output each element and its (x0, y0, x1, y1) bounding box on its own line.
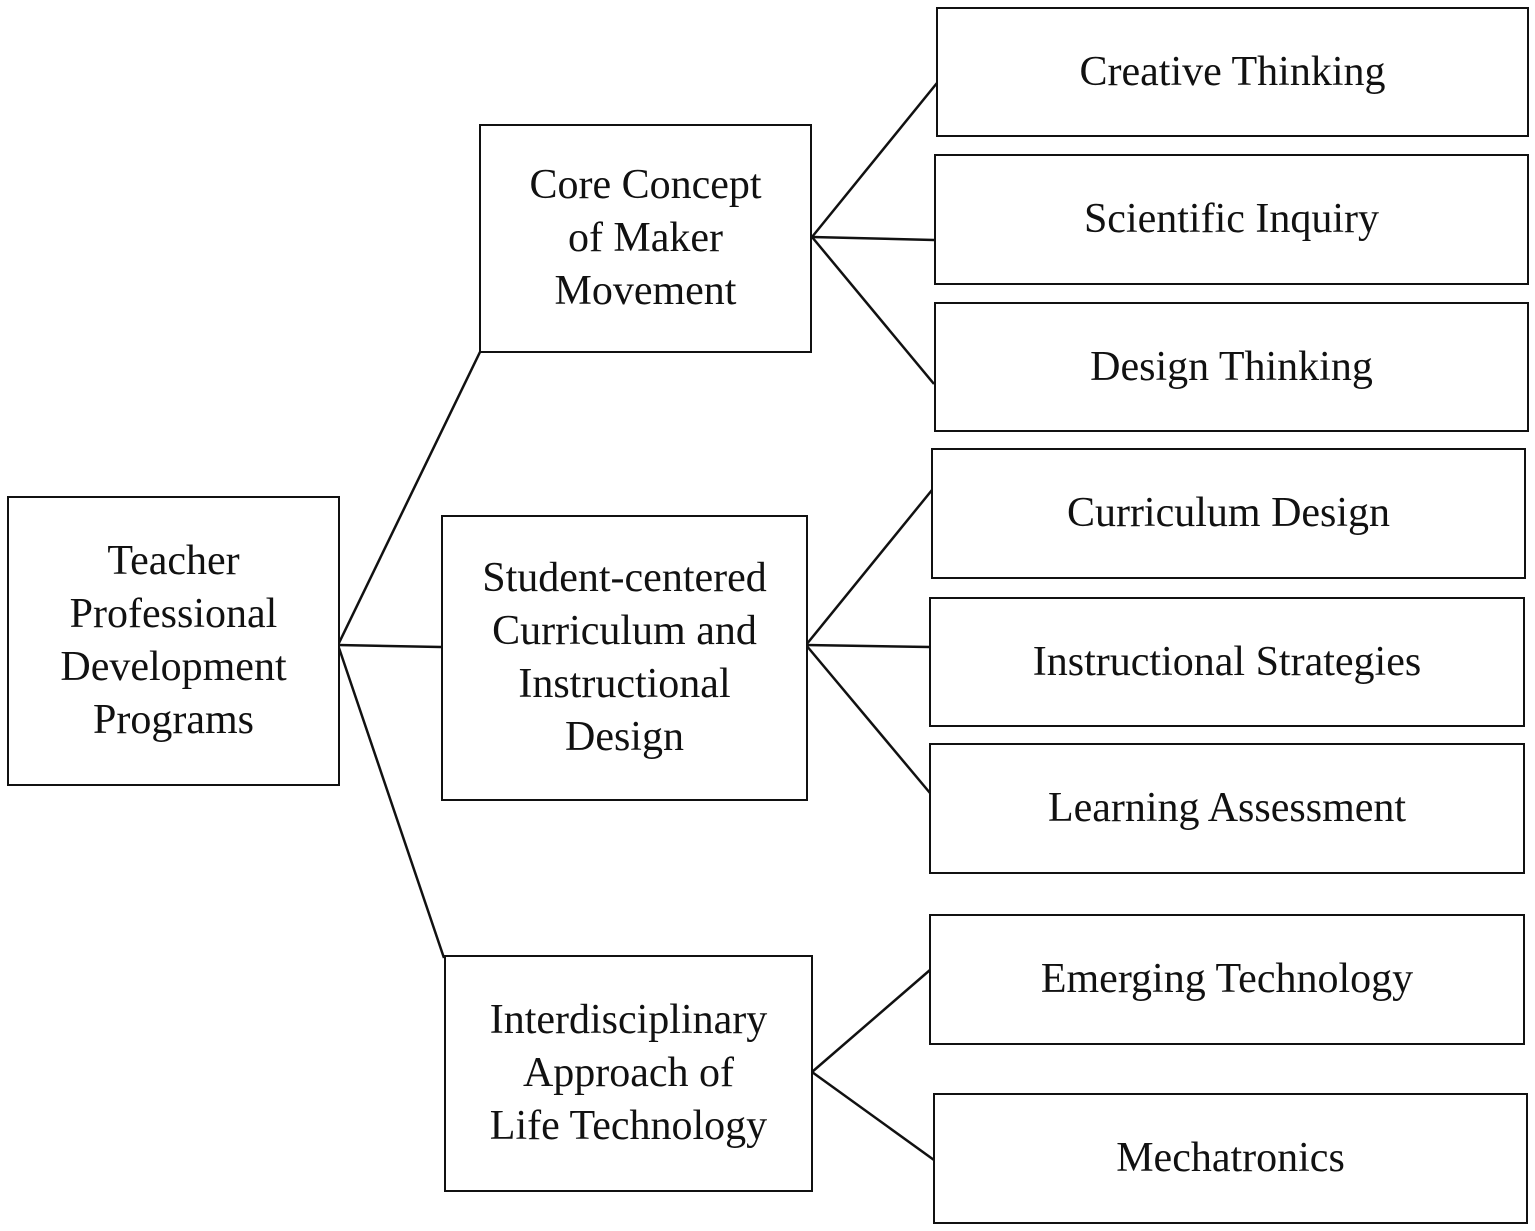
leaf-1-2-label: Scientific Inquiry (1083, 196, 1380, 242)
leaf-node-mechatronics: Mechatronics (933, 1093, 1528, 1224)
connector-branch-3-leaf-2 (811, 1070, 935, 1162)
leaf-1-3-label: Design Thinking (1090, 343, 1373, 390)
connector-branch-1-leaf-1 (811, 82, 938, 238)
branch-3-text: Interdisciplinary Approach of Life Techn… (490, 994, 768, 1153)
leaf-2-2-label: Instructional Strategies (1032, 638, 1422, 685)
leaf-2-3-label: Learning Assessment (1047, 785, 1407, 831)
branch-2-line-3: Instructional (518, 661, 731, 707)
leaf-node-instructional-strategies: Instructional Strategies (929, 597, 1525, 727)
branch-node-curriculum-design: Student-centered Curriculum and Instruct… (441, 515, 808, 801)
leaf-node-creative-thinking: Creative Thinking (936, 7, 1529, 137)
leaf-node-design-thinking: Design Thinking (934, 302, 1529, 432)
connector-branch-2-leaf-3 (805, 644, 931, 794)
root-line-2: Professional (69, 591, 278, 637)
branch-3-line-2: Approach of (522, 1050, 735, 1096)
branch-2-text: Student-centered Curriculum and Instruct… (482, 552, 767, 764)
root-line-1: Teacher (107, 538, 240, 584)
root-line-4: Programs (92, 697, 254, 743)
root-line-3: Development (60, 644, 287, 690)
connector-branch-1-leaf-3 (811, 236, 935, 385)
branch-2-line-2: Curriculum and (492, 608, 757, 654)
branch-3-line-1: Interdisciplinary (489, 997, 768, 1043)
connector-branch-3-leaf-1 (811, 969, 931, 1073)
connector-branch-2-leaf-2 (805, 643, 931, 649)
branch-1-line-2: of Maker (567, 215, 724, 261)
connector-root-branch-2 (337, 643, 442, 649)
branch-1-line-3: Movement (554, 268, 737, 314)
leaf-3-2-label: Mechatronics (1116, 1135, 1345, 1181)
branch-2-line-1: Student-centered (482, 555, 767, 601)
branch-node-maker-movement: Core Concept of Maker Movement (479, 124, 812, 353)
leaf-3-1-label: Emerging Technology (1040, 956, 1414, 1002)
root-node: Teacher Professional Development Program… (7, 496, 340, 786)
branch-3-line-3: Life Technology (489, 1103, 768, 1149)
connector-root-branch-1 (336, 351, 482, 646)
leaf-2-1-label: Curriculum Design (1066, 490, 1391, 536)
leaf-node-emerging-technology: Emerging Technology (929, 914, 1525, 1045)
connector-root-branch-3 (336, 644, 446, 959)
connector-branch-2-leaf-1 (805, 489, 933, 646)
connector-branch-1-leaf-2 (811, 235, 935, 242)
branch-1-text: Core Concept of Maker Movement (529, 159, 761, 318)
leaf-node-scientific-inquiry: Scientific Inquiry (934, 154, 1529, 285)
leaf-node-curriculum-design: Curriculum Design (931, 448, 1526, 579)
branch-2-line-4: Design (564, 714, 684, 760)
leaf-1-1-label: Creative Thinking (1079, 48, 1386, 95)
leaf-node-learning-assessment: Learning Assessment (929, 743, 1525, 874)
root-node-text: Teacher Professional Development Program… (60, 535, 286, 747)
branch-1-line-1: Core Concept (529, 162, 762, 208)
branch-node-life-technology: Interdisciplinary Approach of Life Techn… (444, 955, 813, 1192)
